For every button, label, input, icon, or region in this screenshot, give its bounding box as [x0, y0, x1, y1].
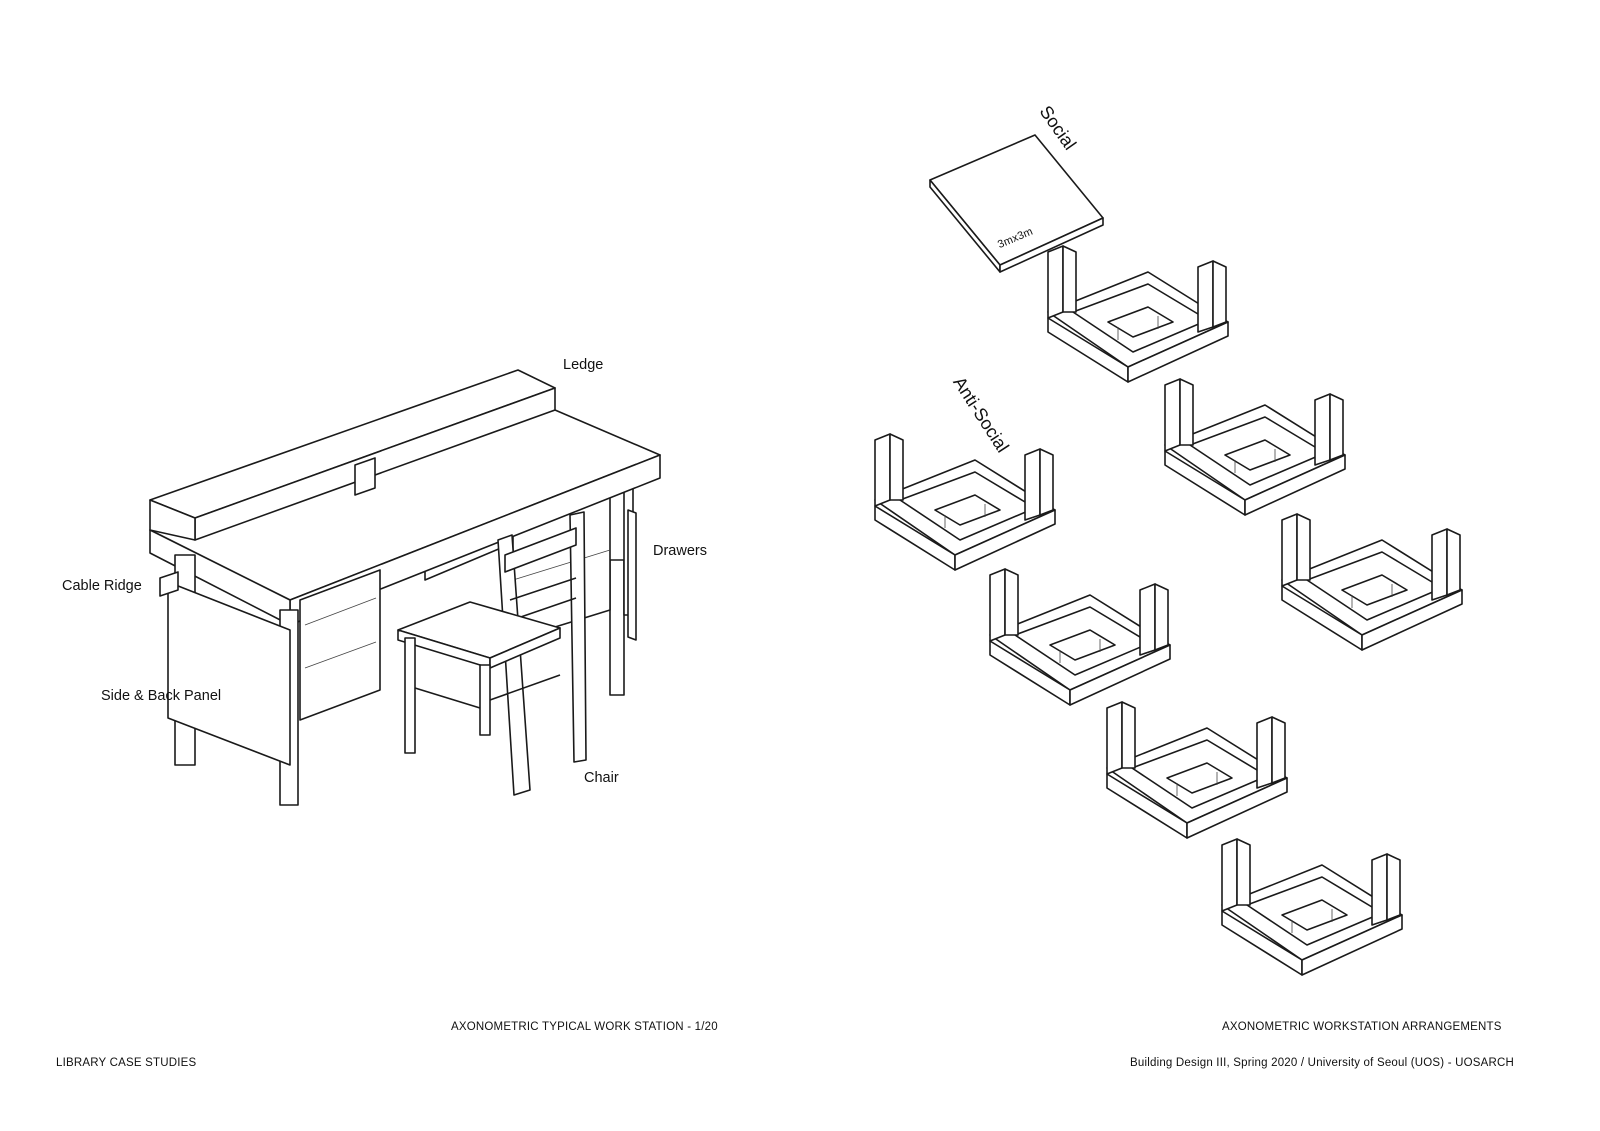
chair: [397, 511, 587, 796]
caption-arrangements: AXONOMETRIC WORKSTATION ARRANGEMENTS: [1222, 1021, 1502, 1033]
social-slab: [929, 134, 1104, 273]
footer-left: LIBRARY CASE STUDIES: [56, 1057, 197, 1069]
arrangement-3: [874, 433, 1056, 571]
arrangement-7: [1221, 838, 1403, 976]
label-chair: Chair: [584, 770, 619, 786]
arrangement-5: [989, 568, 1171, 706]
arrangement-6: [1106, 701, 1288, 839]
footer-right: Building Design III, Spring 2020 / Unive…: [1130, 1057, 1515, 1069]
label-side-back-panel: Side & Back Panel: [101, 688, 222, 704]
label-cable-ridge: Cable Ridge: [62, 578, 142, 594]
arrangement-4: [1281, 513, 1463, 651]
arrangement-1: [1047, 245, 1229, 383]
label-drawers: Drawers: [653, 543, 707, 559]
desk: [149, 369, 661, 806]
caption-workstation: AXONOMETRIC TYPICAL WORK STATION - 1/20: [451, 1021, 718, 1033]
label-ledge: Ledge: [563, 357, 604, 373]
arrangement-2: [1164, 378, 1346, 516]
